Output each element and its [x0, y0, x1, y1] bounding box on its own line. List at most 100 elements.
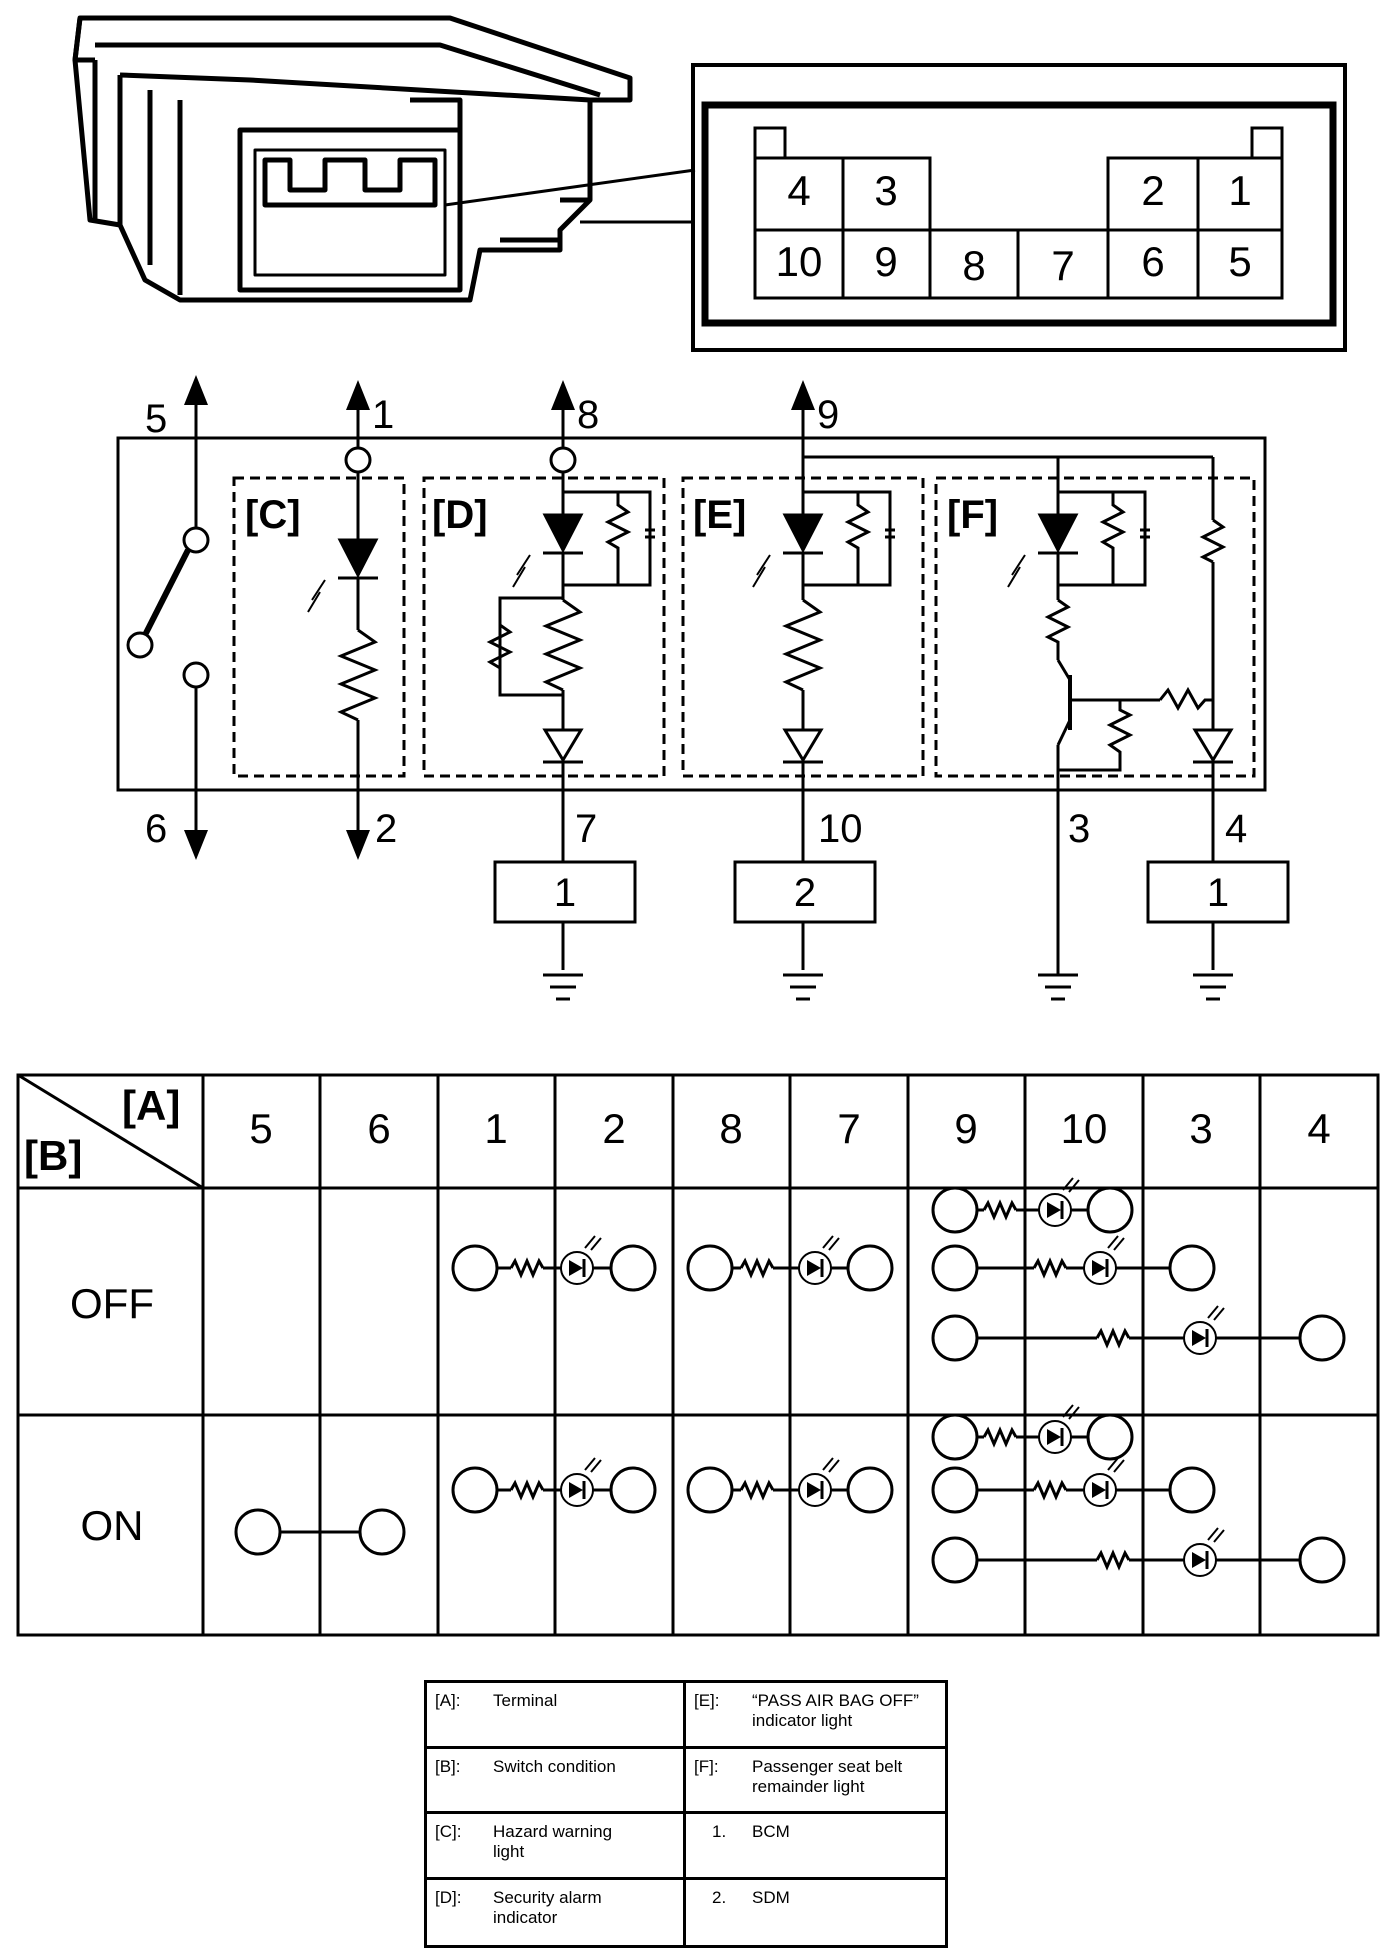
schematic [116, 375, 1290, 1001]
legend-text-line: indicator [493, 1907, 558, 1927]
pin-8: 8 [962, 242, 985, 289]
resistor-icon [982, 1426, 1018, 1448]
terminal-circle [931, 1536, 979, 1584]
legend-cell-b: [B]: Switch condition [427, 1748, 686, 1814]
led-rays [1107, 1457, 1125, 1473]
pin-1: 1 [1228, 167, 1251, 214]
header-terminal-4: 4 [1307, 1105, 1330, 1152]
led-diode [1047, 1429, 1061, 1445]
legend-key: [E]: [694, 1691, 720, 1710]
device-box-bcm-1: 1 [554, 871, 576, 915]
block-label-f: [F] [947, 493, 998, 537]
led-diode [807, 1260, 821, 1276]
led-rays [1062, 1177, 1080, 1193]
terminal-circle [686, 1466, 734, 1514]
legend-text-line: Hazard warning [493, 1822, 613, 1841]
led-rays [1207, 1305, 1225, 1321]
terminal-9-label: 9 [817, 393, 839, 437]
table-headers: [A] [B] 5 6 1 2 8 7 9 10 3 4 OFF ON [24, 1082, 1331, 1549]
led-diode [569, 1260, 583, 1276]
header-terminal-3: 3 [1189, 1105, 1212, 1152]
legend-cell-2: 2. SDM [686, 1880, 945, 1946]
connector-pin-labels: 4 3 2 1 10 9 8 7 6 5 [776, 167, 1252, 289]
continuity-table [16, 1073, 1380, 1637]
legend-key: 2. [712, 1887, 727, 1907]
led-rays [822, 1235, 840, 1251]
legend-key: [B]: [435, 1756, 461, 1776]
legend-text: SDM [752, 1887, 790, 1907]
device-box-sdm: 2 [794, 871, 816, 915]
resistor-icon [509, 1479, 545, 1501]
led-diode [1192, 1552, 1206, 1568]
led-rays [584, 1457, 602, 1473]
legend-text-line: Passenger seat belt [752, 1756, 903, 1776]
pin-5: 5 [1228, 238, 1251, 285]
pin-9: 9 [874, 238, 897, 285]
legend-text-line: light [493, 1842, 525, 1861]
terminal-1-label: 1 [372, 393, 394, 437]
terminal-3-label: 3 [1068, 807, 1090, 851]
pin-6: 6 [1141, 238, 1164, 285]
led-rays [584, 1235, 602, 1251]
led-diode [1092, 1482, 1106, 1498]
pin-7: 7 [1051, 242, 1074, 289]
legend-text-line: “PASS AIR BAG OFF” [752, 1691, 919, 1710]
legend-text-line: remainder light [752, 1776, 865, 1796]
pin-2: 2 [1141, 167, 1164, 214]
resistor-icon [1032, 1257, 1068, 1279]
header-terminal-9: 9 [954, 1105, 977, 1152]
header-terminal-6: 6 [367, 1105, 390, 1152]
legend-key: 1. [712, 1822, 727, 1841]
header-terminal-1: 1 [484, 1105, 507, 1152]
terminal-circle [686, 1244, 734, 1292]
schematic-labels: [C] [D] [E] [F] 5 1 8 9 6 2 7 10 3 4 1 2… [145, 393, 1247, 915]
block-label-d: [D] [432, 493, 488, 537]
terminal-circle [1168, 1466, 1216, 1514]
corner-label-b: [B] [24, 1132, 82, 1179]
led-diode [807, 1482, 821, 1498]
resistor-icon [739, 1479, 775, 1501]
header-terminal-5: 5 [249, 1105, 272, 1152]
legend-text: Terminal [493, 1691, 558, 1710]
pin-3: 3 [874, 167, 897, 214]
header-terminal-10: 10 [1061, 1105, 1108, 1152]
led-diode [1092, 1260, 1106, 1276]
resistor-icon [1095, 1327, 1131, 1349]
leader-line [444, 168, 696, 207]
terminal-8-label: 8 [577, 393, 599, 437]
terminal-circle [1298, 1536, 1346, 1584]
connector-face [691, 63, 1347, 352]
legend-cell-e: [E]: “PASS AIR BAG OFF”indicator light [686, 1683, 945, 1749]
terminal-circle [451, 1466, 499, 1514]
legend-key: [A]: [435, 1691, 461, 1710]
device-box-bcm-2: 1 [1207, 871, 1229, 915]
block-label-e: [E] [693, 493, 746, 537]
state-off: OFF [70, 1280, 154, 1327]
terminal-circle [846, 1244, 894, 1292]
led-diode [1192, 1330, 1206, 1346]
legend-cell-a: [A]: Terminal [427, 1683, 686, 1749]
terminal-10-label: 10 [818, 807, 863, 851]
state-on: ON [81, 1502, 144, 1549]
terminal-circle [451, 1244, 499, 1292]
legend-key: [D]: [435, 1887, 462, 1907]
led-diode [569, 1482, 583, 1498]
block-label-c: [C] [245, 493, 301, 537]
corner-label-a: [A] [122, 1082, 180, 1129]
terminal-5-label: 5 [145, 397, 167, 441]
resistor-icon [982, 1199, 1018, 1221]
terminal-circle [931, 1244, 979, 1292]
terminal-4-label: 4 [1225, 807, 1247, 851]
led-resistor-paths [451, 1177, 1346, 1584]
led-rays [1062, 1404, 1080, 1420]
legend-key: [F]: [694, 1756, 719, 1776]
led-rays [1207, 1527, 1225, 1543]
terminal-circle [931, 1186, 979, 1234]
legend-cell-1: 1. BCM [686, 1814, 945, 1880]
legend-text: Switch condition [493, 1756, 616, 1776]
